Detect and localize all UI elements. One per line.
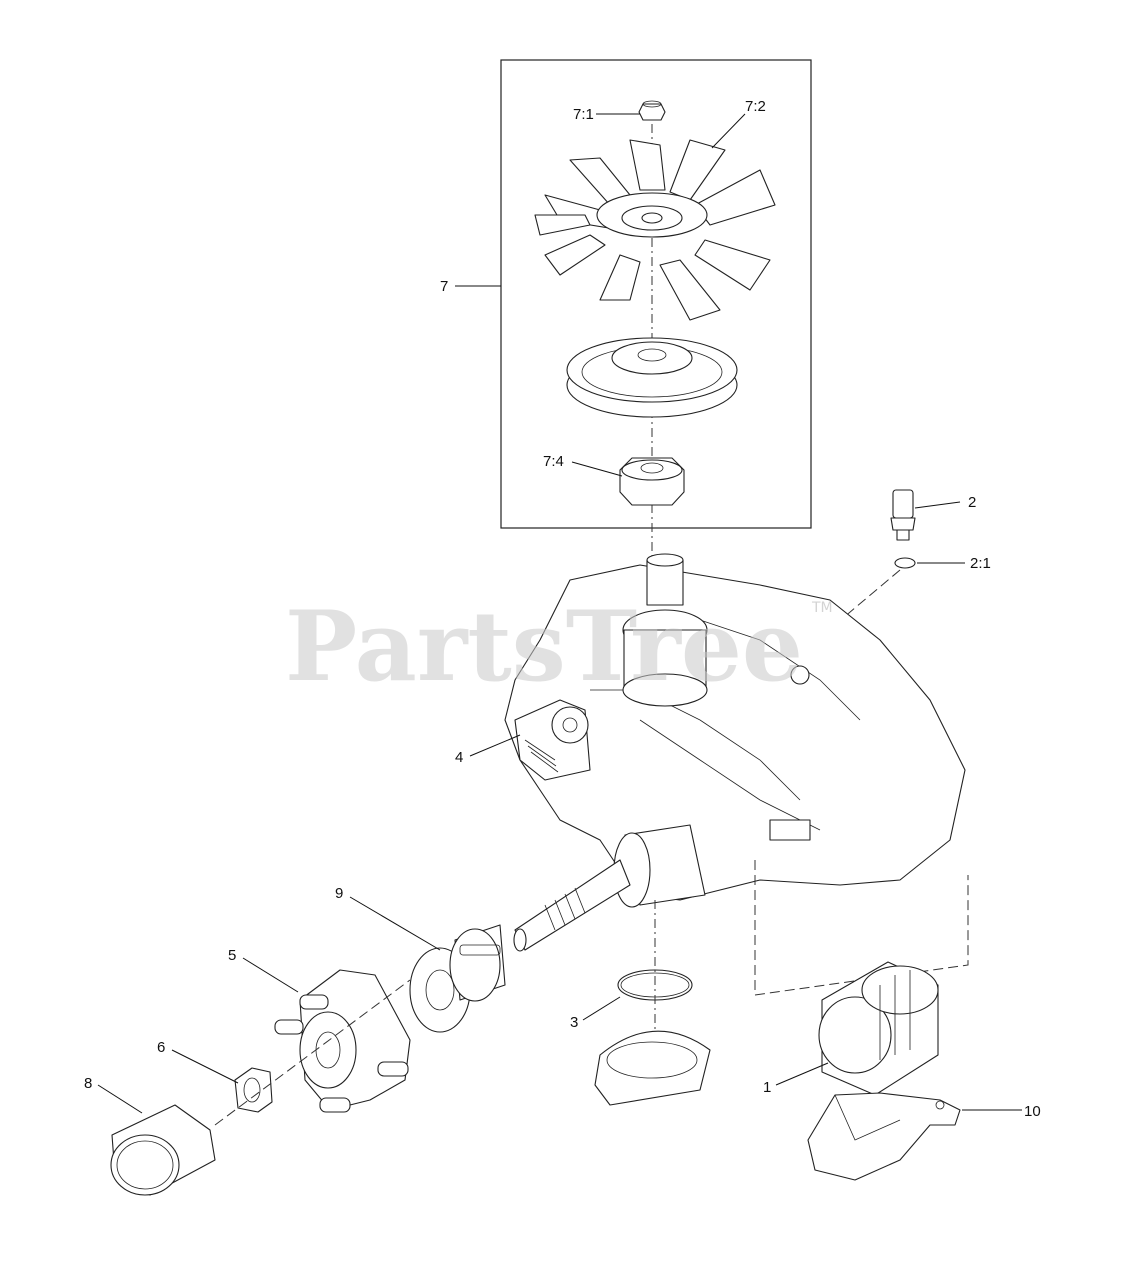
callout-7-4: 7:4 (543, 453, 564, 470)
callout-4: 4 (455, 749, 463, 766)
hub-nut-6 (234, 1067, 273, 1113)
o-ring-2-1 (894, 557, 916, 569)
callout-9: 9 (335, 885, 343, 902)
wheel-hub-5 (274, 969, 411, 1113)
filter-guard-10 (807, 1092, 961, 1181)
callout-2-1: 2:1 (970, 555, 991, 572)
axle-shaft (513, 824, 706, 952)
watermark-trademark: TM (811, 600, 833, 616)
callout-7: 7 (440, 278, 448, 295)
transaxle-housing (504, 553, 966, 901)
bypass-arm-spring-4 (514, 699, 591, 781)
callout-5: 5 (228, 947, 236, 964)
cooling-fan-7-2 (534, 139, 776, 321)
filter-cover (594, 1030, 711, 1106)
hub-cap-8 (110, 1104, 216, 1196)
watermark-text: PartsTree (285, 590, 803, 703)
oil-filter-1 (818, 961, 939, 1096)
callout-7-1: 7:1 (573, 106, 594, 123)
callout-2: 2 (968, 494, 976, 511)
fan-nut-7-1 (638, 100, 666, 121)
kit-box-7 (500, 59, 812, 529)
callout-8: 8 (84, 1075, 92, 1092)
callout-10: 10 (1024, 1103, 1041, 1120)
breather-fitting-2 (890, 489, 916, 541)
callout-1: 1 (763, 1079, 771, 1096)
fan-hub-7-4 (619, 457, 685, 506)
callout-6: 6 (157, 1039, 165, 1056)
callout-3: 3 (570, 1014, 578, 1031)
callout-7-2: 7:2 (745, 98, 766, 115)
axle-seal-9 (409, 924, 506, 1033)
pulley (566, 337, 738, 418)
